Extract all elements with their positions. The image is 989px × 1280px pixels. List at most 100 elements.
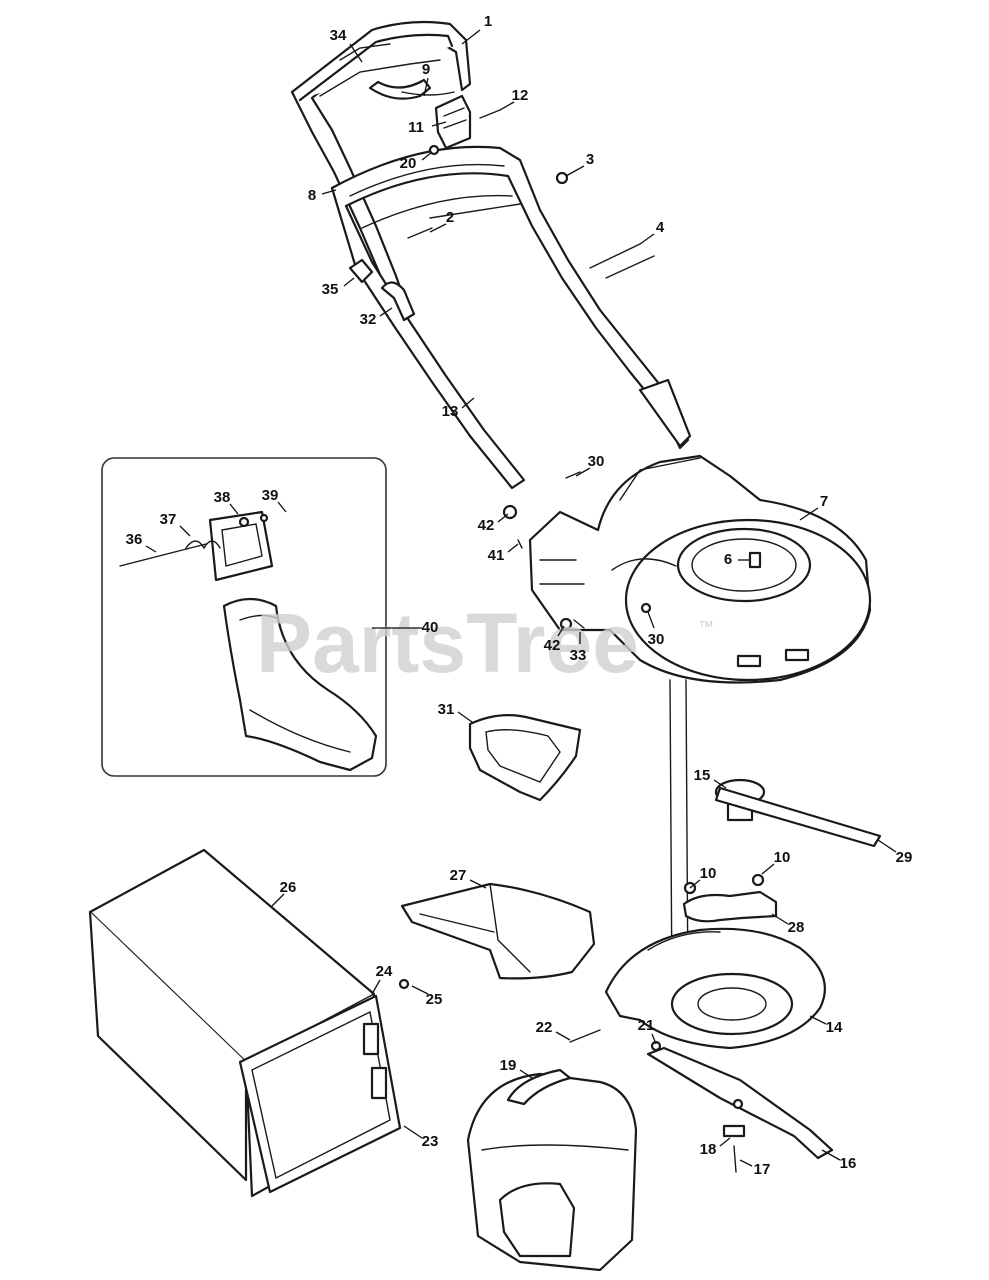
callout-leader-c17	[739, 1159, 753, 1167]
callout-leader-c7	[799, 507, 819, 521]
callout-c42a[interactable]: 42	[478, 513, 509, 534]
callout-leader-c39	[277, 501, 287, 513]
callout-number-c40: 40	[422, 619, 439, 636]
callout-number-c42b: 42	[544, 637, 561, 654]
rear-cover-19[interactable]	[466, 1068, 638, 1272]
callout-c30a[interactable]: 30	[575, 453, 604, 477]
callout-c30b[interactable]: 30	[647, 611, 665, 648]
callout-c29[interactable]: 29	[877, 839, 912, 866]
callout-number-c18: 18	[700, 1141, 717, 1158]
callout-c23[interactable]: 23	[403, 1125, 439, 1150]
callout-number-c26: 26	[280, 879, 297, 896]
bag-frame-24[interactable]	[238, 978, 410, 1194]
callout-leader-c36	[145, 545, 157, 553]
callout-c39[interactable]: 39	[262, 487, 287, 513]
bolts-4[interactable]	[589, 243, 655, 279]
callout-c36[interactable]: 36	[126, 531, 157, 553]
bolt-12[interactable]	[479, 109, 501, 119]
blade-16[interactable]	[646, 1046, 834, 1173]
callout-c1[interactable]: 1	[461, 13, 492, 45]
nut-3[interactable]	[555, 171, 569, 185]
bolt-6[interactable]	[748, 551, 762, 569]
callout-c10b[interactable]: 10	[761, 849, 791, 875]
callout-number-c23: 23	[422, 1133, 439, 1150]
callout-c8[interactable]: 8	[308, 187, 337, 204]
callout-c2[interactable]: 2	[429, 209, 454, 233]
callout-c21[interactable]: 21	[638, 1017, 657, 1045]
callout-c27[interactable]: 27	[450, 867, 487, 889]
callout-leader-c38	[229, 503, 239, 515]
callout-c22[interactable]: 22	[536, 1019, 571, 1041]
callout-leader-c30a	[575, 467, 591, 477]
callout-number-c36: 36	[126, 531, 143, 548]
control-box[interactable]	[434, 94, 472, 150]
callout-leader-c4	[639, 233, 655, 245]
callout-c17[interactable]: 17	[739, 1159, 770, 1178]
belt-29[interactable]	[714, 786, 882, 848]
callout-c25[interactable]: 25	[411, 985, 442, 1008]
callout-leader-c21	[651, 1033, 657, 1045]
callout-number-c10b: 10	[774, 849, 791, 866]
callout-c7[interactable]: 7	[799, 493, 828, 521]
mulch-door-38[interactable]	[208, 510, 274, 582]
lower-handle[interactable]	[330, 145, 692, 490]
callout-c40[interactable]: 40	[372, 619, 438, 636]
callout-c11[interactable]: 11	[408, 119, 447, 136]
callout-leader-c29	[877, 839, 897, 853]
callout-leader-c25	[411, 985, 429, 995]
callout-number-c34: 34	[330, 27, 347, 44]
mower-deck-7[interactable]	[528, 454, 872, 684]
callout-c34[interactable]: 34	[330, 27, 363, 63]
callout-c26[interactable]: 26	[271, 879, 297, 907]
callout-c14[interactable]: 14	[809, 1015, 843, 1036]
callout-leader-c34	[349, 43, 363, 63]
mulch-plug-40[interactable]	[222, 597, 378, 772]
callout-leader-c42a	[497, 513, 509, 523]
callout-c41[interactable]: 41	[488, 543, 519, 564]
callout-c4[interactable]: 4	[639, 219, 665, 245]
callout-leader-c27	[469, 879, 487, 889]
side-chute-31[interactable]	[468, 713, 582, 802]
callout-c15[interactable]: 15	[694, 767, 727, 789]
callout-c31[interactable]: 31	[438, 701, 473, 723]
callout-c16[interactable]: 16	[821, 1149, 856, 1172]
callout-leader-c16	[821, 1149, 841, 1161]
callout-number-c38: 38	[214, 489, 231, 506]
baffle-14[interactable]	[569, 927, 826, 1052]
callout-leader-c37	[179, 525, 191, 537]
callout-leader-c9	[423, 77, 429, 97]
callout-c37[interactable]: 37	[160, 511, 191, 537]
deck-hardware[interactable]	[502, 471, 652, 631]
bolt-2[interactable]	[407, 203, 521, 239]
discharge-chute-27[interactable]	[400, 882, 596, 980]
callout-c42b[interactable]: 42	[544, 625, 565, 654]
callout-c13[interactable]: 13	[442, 397, 475, 420]
callout-number-c4: 4	[656, 219, 665, 236]
rod-36[interactable]	[119, 543, 207, 567]
callout-c35[interactable]: 35	[322, 277, 355, 298]
callout-number-c39: 39	[262, 487, 279, 504]
callout-c24[interactable]: 24	[371, 963, 393, 995]
callout-c38[interactable]: 38	[214, 489, 239, 515]
callout-leader-c3	[565, 165, 585, 177]
callout-c19[interactable]: 19	[500, 1057, 533, 1079]
handle-knob-35[interactable]	[348, 258, 374, 284]
callout-c28[interactable]: 28	[771, 913, 804, 936]
callout-c33[interactable]: 33	[570, 632, 587, 664]
cable-guide-32[interactable]	[380, 281, 416, 322]
callout-leader-c10a	[689, 879, 701, 889]
callout-c18[interactable]: 18	[700, 1137, 731, 1158]
callout-c32[interactable]: 32	[360, 307, 393, 328]
callout-leader-c31	[457, 711, 473, 723]
callout-c12[interactable]: 12	[499, 87, 528, 111]
callout-number-c21: 21	[638, 1017, 655, 1034]
callout-number-c31: 31	[438, 701, 455, 718]
callout-leader-c15	[713, 779, 727, 789]
callout-c3[interactable]: 3	[565, 151, 594, 177]
spring-37[interactable]	[185, 540, 221, 550]
callout-c20[interactable]: 20	[400, 151, 433, 172]
callout-leader-c8	[321, 189, 337, 195]
callout-c6[interactable]: 6	[724, 551, 750, 568]
callout-c10a[interactable]: 10	[689, 865, 716, 889]
callout-c9[interactable]: 9	[422, 61, 430, 97]
